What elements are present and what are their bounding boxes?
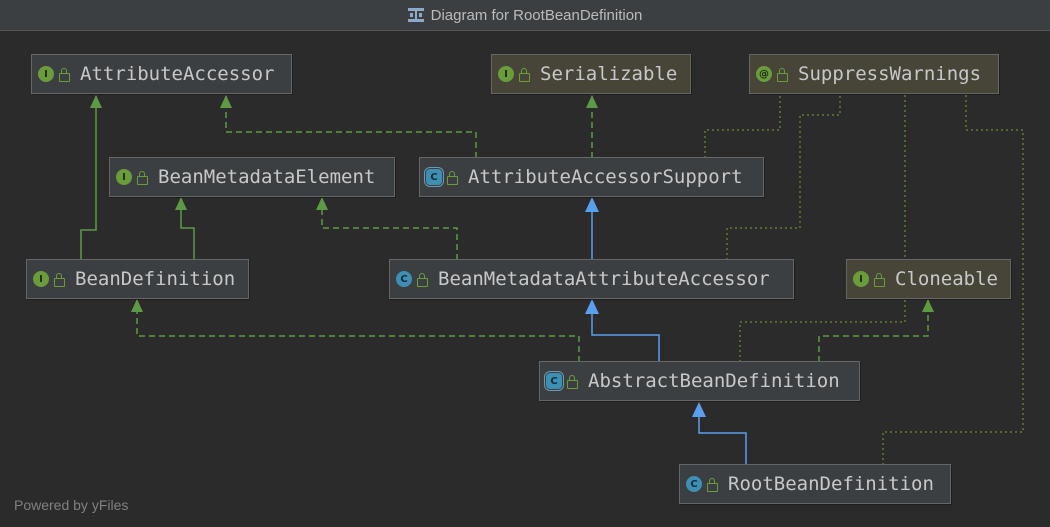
- node-label: Serializable: [540, 63, 678, 85]
- arrow-bmaa-beanmetadataelement: [316, 197, 328, 210]
- abstract-class-icon: C: [544, 371, 564, 391]
- edge-rbd-abd: [698, 404, 747, 465]
- lock-open-icon: [874, 272, 885, 287]
- node-root-bean-definition[interactable]: C RootBeanDefinition: [679, 464, 951, 504]
- annotation-icon: @: [756, 66, 772, 82]
- edge-bmaa-beanmetadataelement: [321, 198, 458, 260]
- node-label: AttributeAccessor: [80, 63, 275, 85]
- edge-abd-beandefinition: [136, 300, 580, 362]
- lock-open-icon: [777, 67, 788, 82]
- arrow-abd-bmaa: [585, 299, 599, 314]
- edge-abd-cloneable: [818, 300, 929, 362]
- arrow-rbd-abd: [692, 402, 706, 417]
- node-label: Cloneable: [895, 268, 998, 290]
- powered-by-label: Powered by yFiles: [14, 497, 129, 513]
- node-label: SuppressWarnings: [798, 63, 982, 85]
- lock-open-icon: [54, 272, 65, 287]
- abstract-class-icon: C: [424, 167, 444, 187]
- node-label: BeanDefinition: [75, 268, 236, 290]
- lock-open-icon: [417, 272, 428, 287]
- lock-open-icon: [447, 170, 458, 185]
- lock-open-icon: [707, 477, 718, 492]
- lock-open-icon: [59, 67, 70, 82]
- interface-icon: I: [38, 66, 54, 82]
- node-label: BeanMetadataElement: [158, 166, 376, 188]
- node-serializable[interactable]: I Serializable: [491, 54, 691, 94]
- node-label: AbstractBeanDefinition: [588, 370, 840, 392]
- edge-beandefinition-attributeaccessor: [80, 96, 97, 260]
- edge-suppress-aas: [704, 95, 781, 158]
- node-attribute-accessor[interactable]: I AttributeAccessor: [31, 54, 292, 94]
- edge-suppress-bmaa: [726, 95, 841, 260]
- arrow-aas-attributeaccessor: [220, 95, 232, 108]
- edge-aas-attributeaccessor: [225, 96, 477, 158]
- edge-beandefinition-beanmetadataelement: [180, 198, 195, 260]
- lock-open-icon: [137, 170, 148, 185]
- edge-suppress-abd: [739, 95, 906, 362]
- interface-icon: I: [33, 271, 49, 287]
- node-attribute-accessor-support[interactable]: C AttributeAccessorSupport: [419, 157, 764, 197]
- interface-icon: I: [498, 66, 514, 82]
- interface-icon: I: [116, 169, 132, 185]
- window-titlebar: Diagram for RootBeanDefinition: [0, 0, 1050, 31]
- node-bean-metadata-element[interactable]: I BeanMetadataElement: [109, 157, 395, 197]
- diagram-icon: [407, 8, 424, 22]
- class-icon: C: [396, 271, 412, 287]
- lock-open-icon: [567, 374, 578, 389]
- node-label: AttributeAccessorSupport: [468, 166, 743, 188]
- class-icon: C: [686, 476, 702, 492]
- arrow-abd-cloneable: [922, 299, 934, 312]
- node-bean-definition[interactable]: I BeanDefinition: [26, 259, 249, 299]
- arrow-bmaa-aas: [585, 197, 599, 212]
- window-title: Diagram for RootBeanDefinition: [430, 6, 643, 24]
- node-abstract-bean-definition[interactable]: C AbstractBeanDefinition: [539, 361, 860, 401]
- node-bean-metadata-attribute-accessor[interactable]: C BeanMetadataAttributeAccessor: [389, 259, 794, 299]
- arrow-abd-beandefinition: [131, 299, 143, 312]
- node-suppress-warnings[interactable]: @ SuppressWarnings: [749, 54, 999, 94]
- lock-open-icon: [519, 67, 530, 82]
- interface-icon: I: [853, 271, 869, 287]
- node-label: BeanMetadataAttributeAccessor: [438, 268, 770, 290]
- edge-abd-bmaa: [591, 302, 660, 362]
- node-label: RootBeanDefinition: [728, 473, 934, 495]
- arrow-beandefinition-attributeaccessor: [90, 95, 102, 108]
- arrow-beandefinition-beanmetadataelement: [175, 197, 187, 210]
- node-cloneable[interactable]: I Cloneable: [846, 259, 1011, 299]
- arrow-aas-serializable: [586, 95, 598, 108]
